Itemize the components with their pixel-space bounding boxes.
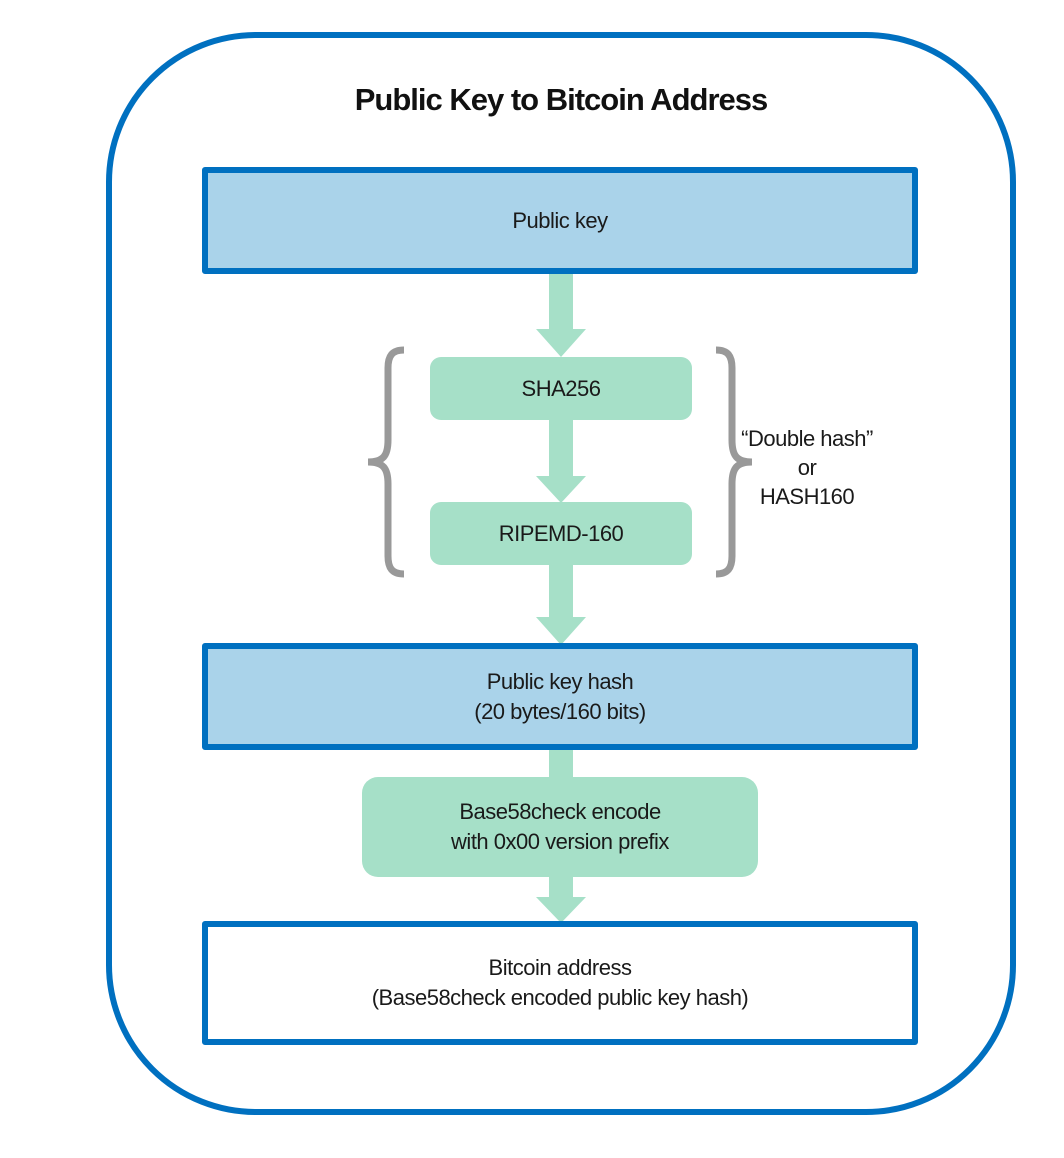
left-brace-icon [367, 346, 405, 578]
node-label: SHA256 [521, 375, 601, 401]
arrow-public-key-hash-to-base58check [549, 749, 573, 779]
node-label: Public key hash [486, 668, 634, 694]
node-public-key-hash: Public key hash (20 bytes/160 bits) [202, 643, 918, 750]
diagram-title: Public Key to Bitcoin Address [354, 82, 769, 117]
double-hash-annotation: “Double hash” or HASH160 [732, 424, 882, 511]
node-label: Bitcoin address [488, 955, 632, 980]
node-label: Public key [512, 207, 608, 233]
arrow-sha256-to-ripemd160 [536, 418, 586, 503]
annotation-line-2: or [797, 455, 817, 480]
node-bitcoin-address: Bitcoin address (Base58check encoded pub… [202, 921, 918, 1045]
right-brace-icon [715, 346, 753, 578]
node-sublabel: with 0x00 version prefix [451, 829, 669, 854]
node-base58check-encode: Base58check encode with 0x00 version pre… [362, 777, 758, 877]
node-public-key: Public key [202, 167, 918, 274]
arrow-ripemd160-to-public-key-hash [536, 563, 586, 645]
annotation-line-1: “Double hash” [741, 426, 873, 451]
arrow-base58check-to-bitcoin-address [536, 875, 586, 923]
node-label: Base58check encode [459, 799, 661, 824]
node-sha256: SHA256 [430, 357, 692, 420]
arrow-public-key-to-sha256 [536, 273, 586, 357]
outer-frame [106, 32, 1016, 1115]
node-label: RIPEMD-160 [498, 520, 624, 546]
node-sublabel: (20 bytes/160 bits) [474, 698, 646, 724]
node-ripemd160: RIPEMD-160 [430, 502, 692, 565]
annotation-line-3: HASH160 [759, 484, 855, 509]
node-sublabel: (Base58check encoded public key hash) [371, 985, 749, 1010]
